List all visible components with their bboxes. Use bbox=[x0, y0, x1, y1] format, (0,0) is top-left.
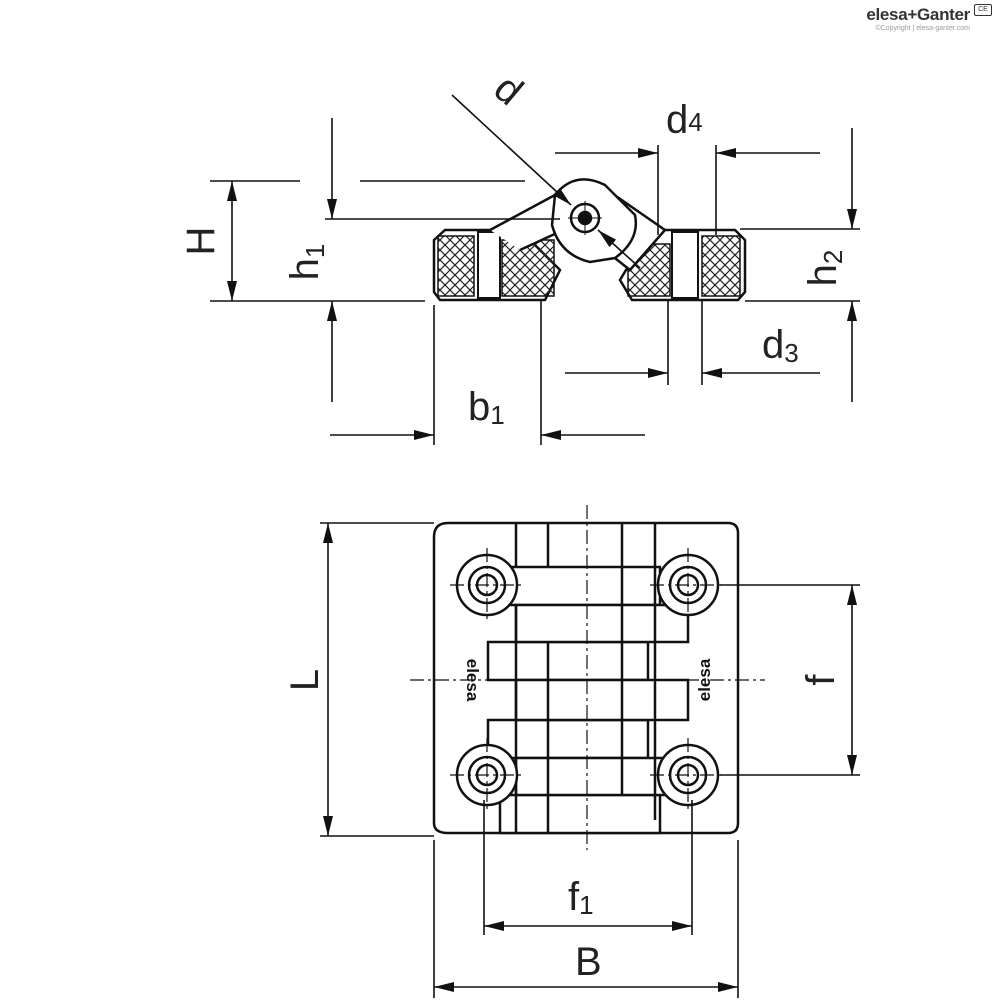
left-finger-1 bbox=[498, 565, 662, 607]
side-view bbox=[432, 178, 747, 302]
right-finger-1 bbox=[514, 603, 690, 644]
label-h1: h1 bbox=[283, 244, 330, 281]
side-view-dimensions bbox=[210, 94, 860, 445]
top-view-dimensions bbox=[320, 522, 860, 998]
left-finger-3 bbox=[486, 718, 650, 760]
brand-copyright: ©Copyright | elesa-ganter.com bbox=[875, 25, 970, 32]
label-H: H bbox=[179, 227, 223, 256]
label-d4: d4 bbox=[666, 98, 703, 142]
center-lines bbox=[410, 505, 765, 850]
label-d3: d3 bbox=[762, 323, 799, 368]
left-finger-2 bbox=[486, 640, 650, 682]
left-leaf-knurl-1 bbox=[437, 235, 475, 297]
top-view-labels: L f f1 B bbox=[283, 669, 843, 984]
label-d: d bbox=[486, 66, 531, 114]
left-leaf-hole bbox=[477, 231, 501, 299]
part-logo-right: elesa bbox=[695, 658, 714, 701]
right-finger-2 bbox=[514, 678, 690, 722]
label-f: f bbox=[799, 674, 843, 686]
label-b1: b1 bbox=[468, 385, 505, 430]
part-logos: elesa elesa bbox=[463, 658, 714, 702]
part-logo-left: elesa bbox=[463, 659, 482, 702]
left-finger-4 bbox=[498, 793, 662, 835]
brand-badge: CE bbox=[974, 4, 992, 16]
left-leaf-knurl-2 bbox=[501, 239, 555, 297]
label-h2: h2 bbox=[801, 250, 848, 287]
brand-logo: elesa+Ganter ©Copyright | elesa-ganter.c… bbox=[866, 6, 970, 32]
right-leaf-hole bbox=[671, 231, 699, 299]
brand-name: elesa+Ganter bbox=[866, 5, 970, 24]
label-f1: f1 bbox=[568, 875, 594, 920]
dim-line-d bbox=[451, 94, 572, 206]
side-view-labels: H h1 h2 b1 d4 d3 d bbox=[179, 66, 848, 430]
right-leaf-knurl-2 bbox=[701, 235, 741, 297]
label-B: B bbox=[575, 940, 602, 984]
label-L: L bbox=[283, 669, 327, 691]
